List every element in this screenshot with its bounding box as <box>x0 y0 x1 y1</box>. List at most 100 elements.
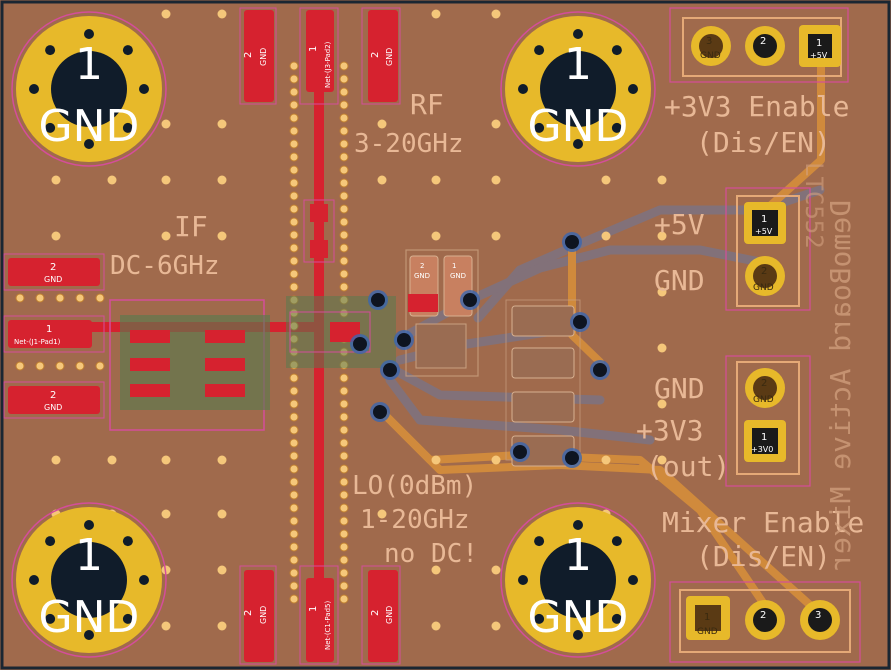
via <box>289 74 299 84</box>
via <box>339 503 349 513</box>
via <box>289 126 299 136</box>
stitch-via <box>217 175 227 185</box>
stitch-via <box>491 175 501 185</box>
via <box>289 555 299 565</box>
via <box>339 477 349 487</box>
via <box>339 165 349 175</box>
mount-hole-name: GND <box>39 101 140 152</box>
via <box>339 581 349 591</box>
via <box>339 399 349 409</box>
via <box>339 438 349 448</box>
hdr-5v-pin2-num: 2 <box>761 266 767 277</box>
hdr-bot-pin2-num: 2 <box>760 610 766 621</box>
pad-name-top-mid: Net-(J3-Pad2) <box>324 41 332 88</box>
label-back-part: LTC552 <box>800 162 828 249</box>
via <box>95 361 105 371</box>
via <box>289 503 299 513</box>
stitch-via <box>431 175 441 185</box>
stitch-via <box>161 455 171 465</box>
via <box>339 74 349 84</box>
small-pad-gnd-2: GND <box>450 272 466 280</box>
stitch-via <box>601 175 611 185</box>
pad-num-top-right: 2 <box>370 52 381 58</box>
pad-num-left-top: 2 <box>50 262 56 273</box>
label-3v3-enable-sub: (Dis/EN) <box>696 126 831 159</box>
pad-name-top-left: GND <box>259 48 268 66</box>
via <box>289 581 299 591</box>
stitch-via <box>491 455 501 465</box>
via <box>289 243 299 253</box>
hdr-5v-pin1-num: 1 <box>761 214 767 225</box>
via <box>289 100 299 110</box>
via <box>289 464 299 474</box>
via <box>339 217 349 227</box>
via <box>339 451 349 461</box>
power-via <box>383 363 397 377</box>
hdr-5v-pin1-name: +5V <box>755 227 773 236</box>
via <box>339 555 349 565</box>
stitch-via <box>377 509 387 519</box>
via <box>339 386 349 396</box>
hdr-top-pin1-num: 1 <box>816 38 822 49</box>
small-pad-gnd-1: GND <box>414 272 430 280</box>
via <box>339 204 349 214</box>
hdr-5v-pin2-name: GND <box>753 283 774 293</box>
via <box>339 139 349 149</box>
label-gnd-power: GND <box>654 264 705 297</box>
hdr-bot-pin1-num: 1 <box>704 612 710 623</box>
via <box>289 399 299 409</box>
stitch-via <box>161 119 171 129</box>
stitch-via <box>217 565 227 575</box>
via <box>289 373 299 383</box>
via <box>289 594 299 604</box>
mount-hole-number: 1 <box>564 530 592 581</box>
via <box>339 152 349 162</box>
via <box>339 61 349 71</box>
via <box>339 256 349 266</box>
label-rf-range: 3-20GHz <box>354 129 464 159</box>
mount-hole-name: GND <box>528 101 629 152</box>
pad-name-bot-left: GND <box>259 606 268 624</box>
sma-top-pads <box>239 7 401 105</box>
hdr-bot-pin3-num: 3 <box>815 610 821 621</box>
via <box>339 113 349 123</box>
via <box>289 529 299 539</box>
via <box>75 361 85 371</box>
via <box>289 282 299 292</box>
hdr-33-pin1-num: 1 <box>761 432 767 443</box>
via <box>289 568 299 578</box>
via <box>35 361 45 371</box>
stitch-via <box>657 175 667 185</box>
via <box>289 490 299 500</box>
label-back-demoboard: DemoBoard Active Mixer <box>824 200 857 571</box>
label-lo-note: no DC! <box>384 539 478 569</box>
mount-hole-name: GND <box>39 592 140 643</box>
via <box>289 438 299 448</box>
via <box>339 412 349 422</box>
stitch-via <box>657 399 667 409</box>
via <box>55 293 65 303</box>
via <box>289 204 299 214</box>
stitch-via <box>161 621 171 631</box>
via <box>289 230 299 240</box>
stitch-via <box>217 119 227 129</box>
via <box>15 293 25 303</box>
pad-num-top-mid: 1 <box>308 46 319 52</box>
via <box>289 61 299 71</box>
via <box>339 126 349 136</box>
mount-hole-number: 1 <box>564 39 592 90</box>
via <box>339 269 349 279</box>
pad-num-left-bot: 2 <box>50 390 56 401</box>
via <box>339 373 349 383</box>
sma-left-pads <box>3 253 105 419</box>
via <box>289 139 299 149</box>
power-via <box>565 235 579 249</box>
label-gnd-3v3: GND <box>654 372 705 405</box>
power-via <box>373 405 387 419</box>
mount-hole-number: 1 <box>75 530 103 581</box>
stitch-via <box>51 231 61 241</box>
pad-name-bot-right: GND <box>385 606 394 624</box>
